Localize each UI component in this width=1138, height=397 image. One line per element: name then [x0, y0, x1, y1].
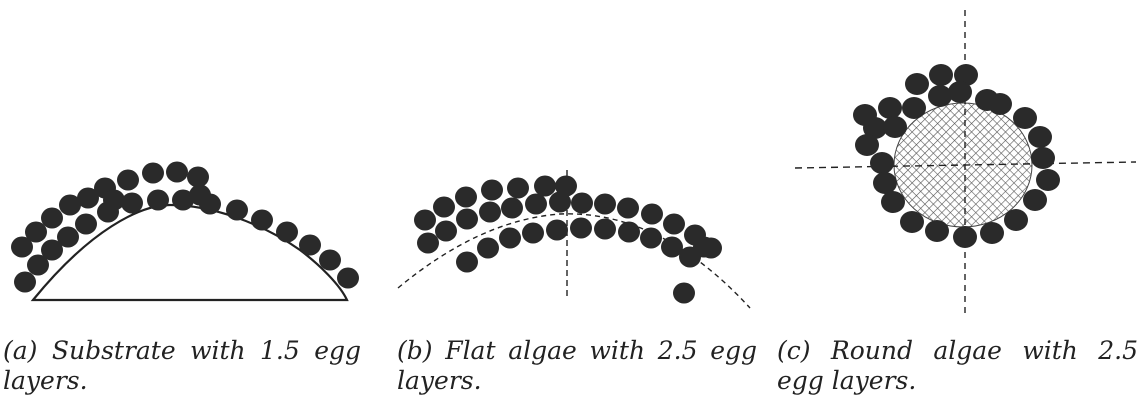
egg-c-12	[1023, 189, 1047, 211]
round-algae-horizontal-axis	[794, 161, 1137, 169]
egg-c-13	[1036, 169, 1060, 191]
egg-c-7	[900, 211, 924, 233]
egg-c-5	[873, 172, 897, 194]
egg-layer-illustrations	[11, 10, 1137, 315]
egg-b-9	[640, 227, 662, 249]
egg-c-3	[855, 134, 879, 156]
egg-c-9	[953, 226, 977, 248]
egg-a-18	[25, 221, 47, 243]
egg-c-15	[1028, 126, 1052, 148]
caption-c: (c) Round algae with 2.5 egg layers.	[777, 336, 1138, 396]
egg-b-2	[477, 237, 499, 259]
egg-b-4	[522, 222, 544, 244]
egg-c-4	[870, 152, 894, 174]
egg-a-1	[14, 271, 36, 293]
egg-b-12	[673, 282, 695, 304]
egg-b-10	[661, 236, 683, 258]
egg-a-5	[75, 213, 97, 235]
egg-b-28	[414, 209, 436, 231]
egg-b-19	[525, 193, 547, 215]
egg-a-9	[172, 189, 194, 211]
egg-b-34	[555, 175, 577, 197]
egg-c-8	[925, 220, 949, 242]
egg-a-12	[251, 209, 273, 231]
egg-b-6	[570, 217, 592, 239]
egg-c-14	[1031, 147, 1055, 169]
egg-c-16	[1013, 107, 1037, 129]
caption-a-text: Substrate with 1.5 egg layers.	[3, 336, 361, 395]
eggs	[11, 64, 1060, 304]
egg-b-16	[456, 208, 478, 230]
egg-a-15	[319, 249, 341, 271]
egg-a-24	[142, 162, 164, 184]
egg-c-1	[878, 97, 902, 119]
egg-c-22	[954, 64, 978, 86]
egg-b-7	[594, 218, 616, 240]
egg-a-17	[11, 236, 33, 258]
panel-c-illustration	[794, 10, 1137, 315]
egg-b-15	[435, 220, 457, 242]
egg-c-23	[948, 81, 972, 103]
caption-a-label: (a)	[3, 336, 38, 365]
egg-b-23	[617, 197, 639, 219]
egg-b-22	[594, 193, 616, 215]
egg-a-3	[41, 239, 63, 261]
egg-a-4	[57, 226, 79, 248]
egg-b-8	[618, 221, 640, 243]
egg-c-19	[902, 97, 926, 119]
egg-b-18	[501, 197, 523, 219]
egg-a-28	[103, 189, 125, 211]
egg-b-29	[433, 196, 455, 218]
egg-b-17	[479, 201, 501, 223]
egg-a-2	[27, 254, 49, 276]
egg-c-10	[980, 222, 1004, 244]
caption-b: (b) Flat algae with 2.5 egg layers.	[397, 336, 757, 396]
egg-b-5	[546, 219, 568, 241]
caption-b-text: Flat algae with 2.5 egg layers.	[397, 336, 757, 395]
egg-b-1	[456, 251, 478, 273]
egg-a-16	[337, 267, 359, 289]
caption-c-label: (c)	[777, 336, 811, 365]
egg-a-8	[147, 189, 169, 211]
egg-c-24	[975, 89, 999, 111]
egg-b-33	[534, 175, 556, 197]
egg-b-14	[417, 232, 439, 254]
egg-a-14	[299, 234, 321, 256]
egg-b-20	[549, 191, 571, 213]
egg-b-26	[684, 224, 706, 246]
egg-c-21	[929, 64, 953, 86]
egg-a-7	[121, 192, 143, 214]
egg-a-11	[226, 199, 248, 221]
egg-b-31	[481, 179, 503, 201]
egg-a-23	[117, 169, 139, 191]
egg-c-6	[881, 191, 905, 213]
egg-b-3	[499, 227, 521, 249]
egg-a-13	[276, 221, 298, 243]
egg-a-26	[187, 166, 209, 188]
egg-c-26	[853, 104, 877, 126]
egg-a-19	[41, 207, 63, 229]
caption-a: (a) Substrate with 1.5 egg layers.	[3, 336, 361, 396]
caption-c-text: Round algae with 2.5 egg layers.	[777, 336, 1138, 395]
egg-c-18	[928, 85, 952, 107]
egg-b-25	[663, 213, 685, 235]
egg-b-27	[700, 237, 722, 259]
egg-c-11	[1004, 209, 1028, 231]
caption-b-label: (b)	[397, 336, 433, 365]
egg-c-25	[883, 116, 907, 138]
egg-c-20	[905, 73, 929, 95]
egg-a-20	[59, 194, 81, 216]
egg-a-25	[166, 161, 188, 183]
egg-b-30	[455, 186, 477, 208]
egg-b-32	[507, 177, 529, 199]
egg-a-21	[77, 187, 99, 209]
egg-b-24	[641, 203, 663, 225]
egg-a-27	[189, 184, 211, 206]
egg-b-21	[571, 192, 593, 214]
